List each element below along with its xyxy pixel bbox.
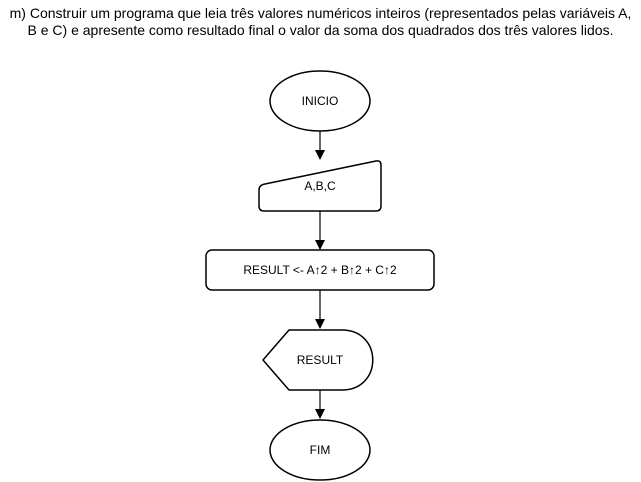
process-label: RESULT <- A↑2 + B↑2 + C↑2 bbox=[243, 263, 397, 277]
start-label: INICIO bbox=[302, 94, 339, 108]
end-label: FIM bbox=[310, 443, 331, 457]
start-terminal: INICIO bbox=[269, 70, 371, 132]
manual-input-shape: A,B,C bbox=[258, 160, 382, 212]
process-box: RESULT <- A↑2 + B↑2 + C↑2 bbox=[205, 249, 435, 291]
output-label: RESULT bbox=[297, 353, 344, 367]
problem-statement: m) Construir um programa que leia três v… bbox=[0, 5, 641, 39]
end-terminal: FIM bbox=[269, 419, 371, 481]
display-output-shape: RESULT bbox=[262, 329, 374, 391]
input-label: A,B,C bbox=[304, 179, 336, 193]
problem-statement-line-2: B e C) e apresente como resultado final … bbox=[27, 22, 614, 38]
problem-statement-line-1: m) Construir um programa que leia três v… bbox=[9, 5, 632, 21]
